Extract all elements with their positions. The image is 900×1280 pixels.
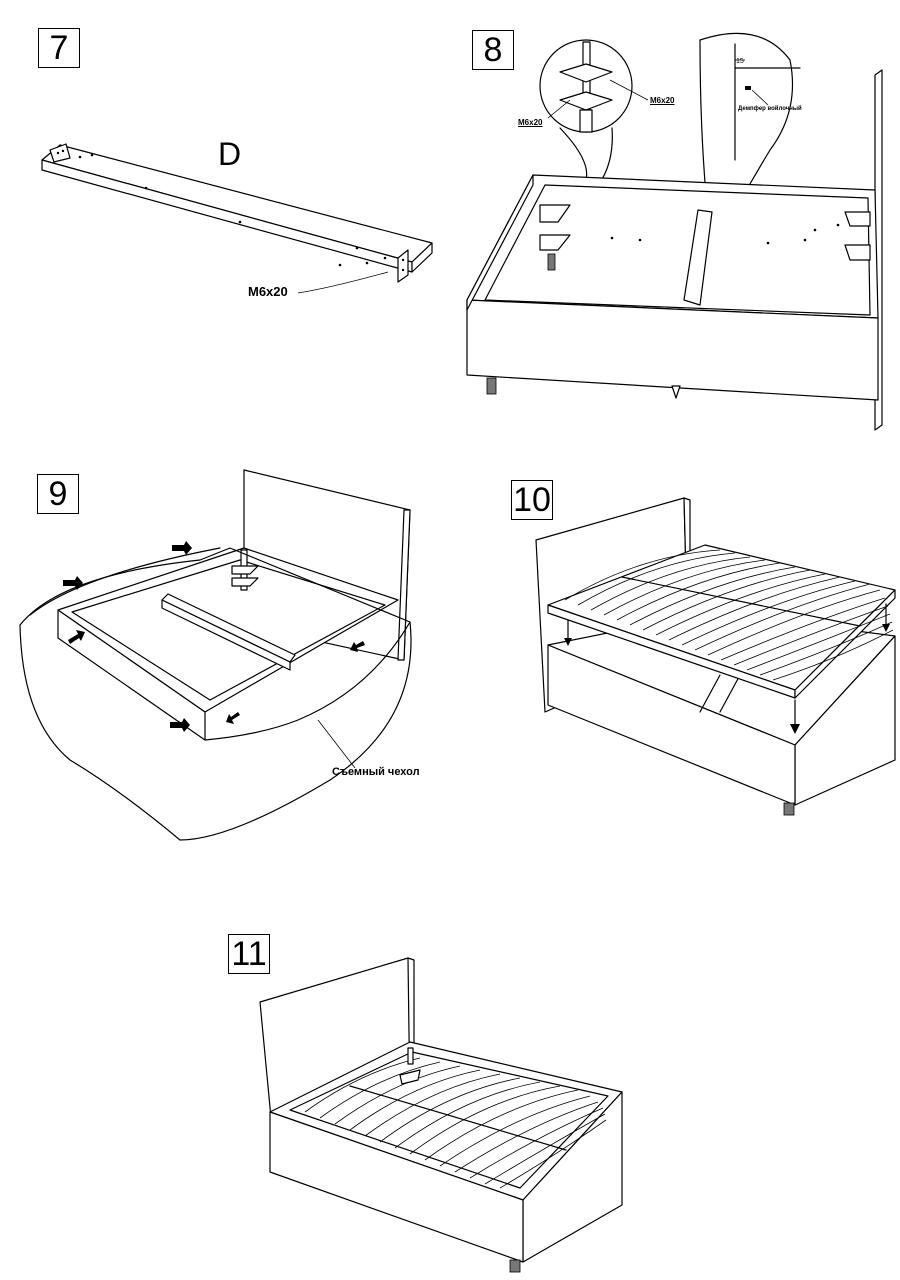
slat-frame-11-slats: [304, 1057, 607, 1189]
frame-8-left-wall: [466, 174, 534, 311]
frame-11-leg: [509, 1259, 521, 1273]
removable-cover: [19, 547, 412, 841]
bracket-left: [49, 143, 71, 163]
frame-8-leg-left: [486, 377, 497, 395]
step-9-number: 9: [37, 474, 79, 514]
dimension-label-8: 15: [736, 58, 744, 65]
cover-arrows: [63, 541, 365, 732]
frame-8-leg-center: [671, 385, 681, 399]
step-11-number: 11: [228, 934, 270, 974]
frame-8-center-beam: [683, 209, 713, 306]
step-7-number: 7: [38, 28, 80, 68]
cover-leader: [317, 719, 356, 769]
step-8-number: 8: [472, 30, 514, 70]
screw-label-8-left: M6x20: [518, 118, 543, 127]
slat-frame-10-slats: [564, 549, 894, 681]
frame-10-leg: [783, 802, 795, 816]
frame-8-brackets: [539, 204, 871, 261]
screw-label-8-right: M6x20: [650, 96, 675, 105]
board-d-end: [411, 242, 433, 273]
frame-8-inner: [484, 184, 871, 316]
frame-8-leg-inner: [547, 253, 556, 271]
frame-11-inner: [289, 1051, 609, 1189]
slat-frame-11-spine: [349, 1085, 567, 1151]
bracket-right: [397, 249, 409, 283]
damper-label-8: Демпфер войлочный: [738, 106, 802, 112]
frame-8-holes: [610, 223, 840, 245]
frame-9-brackets: [231, 549, 259, 591]
frame-8-front-wall: [466, 299, 879, 401]
part-letter-d: D: [218, 136, 242, 172]
frame-11-brackets: [399, 1047, 421, 1085]
screw-label-7: M6x20: [248, 284, 288, 299]
frame-11-side: [269, 1111, 524, 1263]
frame-10-side: [547, 644, 796, 806]
cover-label-9: Съемный чехол: [332, 766, 420, 778]
step-10-number: 10: [511, 480, 553, 520]
board-d-holes: [78, 153, 387, 267]
screw-leader-7: [297, 271, 389, 294]
slat-frame-10-spine: [621, 576, 861, 627]
slat-frame-10-arrows: [564, 603, 890, 734]
